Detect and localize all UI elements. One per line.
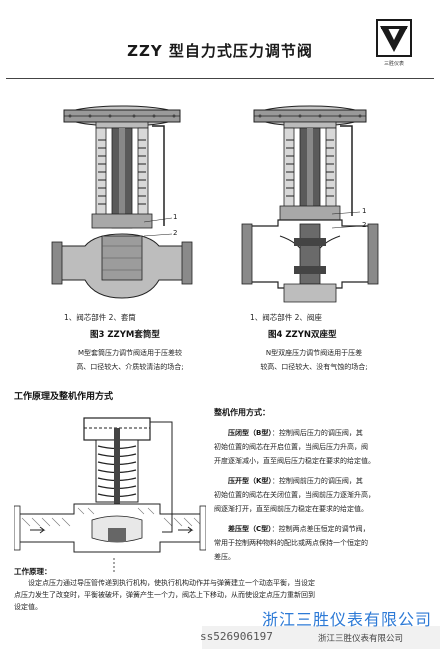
mode-closed: 压闭型（B型）：控制阀后压力的调压阀，其 — [214, 426, 434, 440]
figure3-captions: 1、阀芯部件 2、套筒 — [64, 313, 136, 322]
mode-closed-text-3: 开度逐渐减小，直至阀后压力稳定在要求的给定值。 — [214, 457, 375, 465]
mode-diff-text-2: 常用于控制两种物料的配比或两点保持一个恒定的 — [214, 539, 368, 547]
footer-bar — [202, 626, 440, 649]
figure4-description-line2: 较高、口径较大、没有气蚀的场合; — [260, 363, 368, 371]
figure4-description-line1: N型双座压力调节阀适用于压差 — [265, 349, 363, 357]
principle-line1: 设定点压力通过导压管传递到执行机构，使执行机构动作并与弹簧建立一个动态平衡，当设… — [28, 579, 315, 587]
figure4-description: N型双座压力调节阀适用于压差 较高、口径较大、没有气蚀的场合; — [224, 346, 404, 374]
mode-open: 压开型（K型）：控制阀前压力的调压阀，其 — [214, 474, 434, 488]
mode-closed-text-2: 初始位置的阀芯在开启位置，当阀后压力升高，阀 — [214, 443, 368, 451]
mode-section: 整机作用方式： 压闭型（B型）：控制阀后压力的调压阀，其 初始位置的阀芯在开启位… — [214, 406, 434, 564]
figure4-title: 图4 ZZYN双座型 — [268, 330, 337, 340]
figure3-title: 图3 ZZYM套筒型 — [90, 330, 160, 340]
principle-line3: 设定值。 — [14, 603, 42, 611]
footer-id-watermark: ss526906197 — [200, 630, 273, 643]
company-logo — [367, 18, 421, 76]
figure4-drawing — [241, 105, 379, 303]
logo-text: 三胜仪表 — [383, 61, 404, 67]
footer-company-small: 浙江三胜仪表有限公司 — [318, 634, 404, 644]
figure3-description: M型套筒压力调节阀适用于压差较 高、口径较大、介质较清洁的场合; — [40, 346, 220, 374]
figure3-description-line2: 高、口径较大、介质较清洁的场合; — [76, 363, 184, 371]
section-title: 工作原理及整机作用方式 — [14, 392, 114, 402]
figure3-label-2: 2 — [173, 229, 178, 237]
page-title: ZZY 型自力式压力调节阀 — [127, 42, 313, 60]
mode-diff-label: 差压型（C型） — [228, 525, 272, 533]
principle-heading: 工作原理： — [14, 567, 52, 576]
principle-line2: 点压力发生了改变时，平衡被破坏，弹簧产生一个力，阀芯上下移动，从而使设定点压力重… — [14, 591, 315, 599]
figure4-label-1: 1 — [362, 207, 367, 215]
figure3-label-1: 1 — [173, 213, 178, 221]
footer-company-watermark: 浙江三胜仪表有限公司 — [262, 610, 433, 629]
principle-diagram — [14, 417, 206, 572]
figure4-captions: 1、阀芯部件 2、阀座 — [250, 313, 322, 322]
mode-diff-text-3: 差压。 — [214, 553, 235, 561]
mode-closed-label: 压闭型（B型） — [228, 429, 272, 437]
figure4-label-2: 2 — [362, 221, 367, 229]
mode-open-label: 压开型（K型） — [228, 477, 272, 485]
mode-closed-text-1: ：控制阀后压力的调压阀，其 — [271, 429, 363, 437]
figure3-drawing — [51, 105, 193, 299]
mode-diff-text-1: ：控制两点差压恒定的调节阀， — [271, 525, 370, 533]
header-divider — [6, 78, 434, 79]
mode-open-text-3: 阀逐渐打开，直至阀前压力稳定在要求的给定值。 — [214, 505, 368, 513]
principle-text: 设定点压力通过导压管传递到执行机构，使执行机构动作并与弹簧建立一个动态平衡，当设… — [14, 577, 434, 613]
figure3-description-line1: M型套筒压力调节阀适用于压差较 — [77, 349, 183, 357]
mode-open-text-2: 初始位置的阀芯在关闭位置，当阀前压力逐渐升高， — [214, 491, 375, 499]
mode-open-text-1: ：控制阀前压力的调压阀，其 — [271, 477, 363, 485]
mode-heading: 整机作用方式： — [214, 408, 270, 417]
logo-emblem-icon — [376, 19, 412, 57]
mode-diff: 差压型（C型）：控制两点差压恒定的调节阀， — [214, 522, 434, 536]
